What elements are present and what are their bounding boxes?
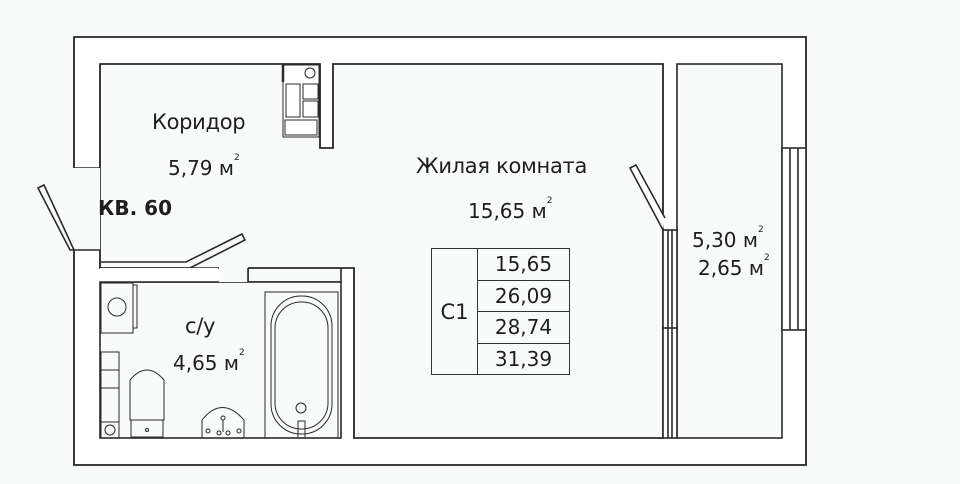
- bathtub: [264, 291, 339, 439]
- table-value: 28,74: [478, 312, 569, 344]
- sink: [201, 407, 245, 438]
- room-area-bathroom: 4,65 м2: [173, 348, 245, 375]
- unit-sup: 2: [238, 348, 245, 358]
- wall-line: [100, 63, 664, 439]
- apartment-number: КВ. 60: [98, 196, 172, 220]
- window: [781, 147, 807, 331]
- area-value: 4,65 м: [173, 351, 239, 375]
- room-area-living: 15,65 м2: [468, 196, 553, 223]
- toilet: [129, 369, 165, 438]
- apartment-type: С1: [432, 249, 478, 374]
- room-name-bathroom: с/у: [185, 314, 216, 338]
- unit-sup: 2: [763, 253, 770, 263]
- entry-gap: [40, 168, 100, 250]
- wall-line: [100, 268, 249, 283]
- balcony-area: 5,30 м2: [692, 225, 764, 252]
- washing-machine: [100, 282, 138, 334]
- room-area-corridor: 5,79 м2: [168, 153, 240, 180]
- unit-sup: 2: [233, 153, 240, 163]
- room-name-corridor: Коридор: [152, 110, 246, 134]
- shelf: [100, 351, 120, 439]
- unit-sup: 2: [546, 196, 553, 206]
- balcony-door: [628, 163, 678, 439]
- area-value: 15,65 м: [468, 199, 547, 223]
- unit-sup: 2: [757, 225, 764, 235]
- balcony-area-reduced: 2,65 м2: [698, 253, 770, 280]
- balcony-floor: [676, 63, 783, 439]
- room-name-living: Жилая комната: [416, 154, 588, 178]
- area-value: 2,65 м: [698, 256, 764, 280]
- table-value: 26,09: [478, 281, 569, 312]
- area-value: 5,30 м: [692, 228, 758, 252]
- table-value: 15,65: [478, 249, 569, 281]
- area-summary-table: С1 15,65 26,09 28,74 31,39: [431, 248, 570, 375]
- wardrobe: [281, 64, 320, 138]
- table-value: 31,39: [494, 346, 553, 371]
- area-value: 5,79 м: [168, 156, 234, 180]
- outer-wall-line: [36, 36, 807, 466]
